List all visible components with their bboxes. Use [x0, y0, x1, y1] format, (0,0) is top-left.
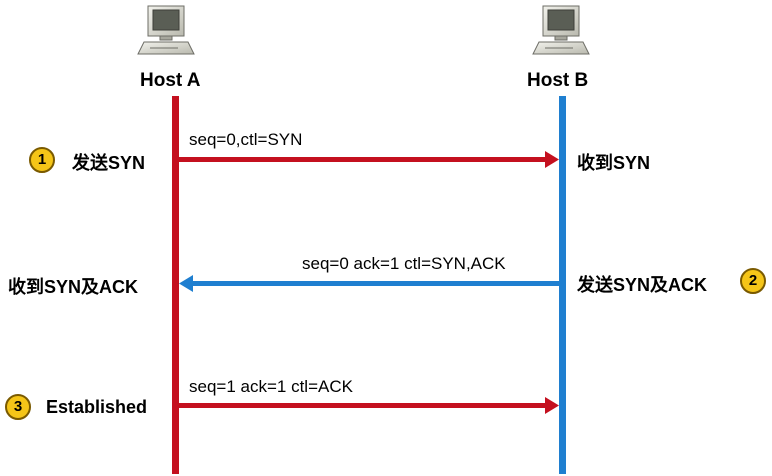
message-arrow-2: [179, 275, 559, 292]
step-badge-3: 3: [5, 394, 31, 420]
host-a-computer-icon: [137, 5, 195, 55]
host-a-lifeline: [172, 96, 179, 474]
host-b-computer-icon: [532, 5, 590, 55]
step-badge-2: 2: [740, 268, 766, 294]
host-b-lifeline: [559, 96, 566, 474]
receive-label-a2: 收到SYN及ACK: [8, 277, 139, 297]
message-arrow-3: [179, 397, 559, 414]
step-badge-1: 1: [29, 147, 55, 173]
message-label-2: seq=0 ack=1 ctl=SYN,ACK: [302, 254, 506, 273]
host-b-label: Host B: [527, 70, 589, 91]
step-label-2: 发送SYN及ACK: [577, 275, 708, 295]
message-arrow-1: [179, 151, 559, 168]
message-label-3: seq=1 ack=1 ctl=ACK: [189, 377, 353, 396]
step-label-1: 发送SYN: [72, 153, 146, 173]
message-label-1: seq=0,ctl=SYN: [189, 130, 303, 149]
host-a-label: Host A: [140, 70, 201, 91]
receive-label-b1: 收到SYN: [577, 153, 651, 173]
step-label-3: Established: [46, 397, 148, 417]
